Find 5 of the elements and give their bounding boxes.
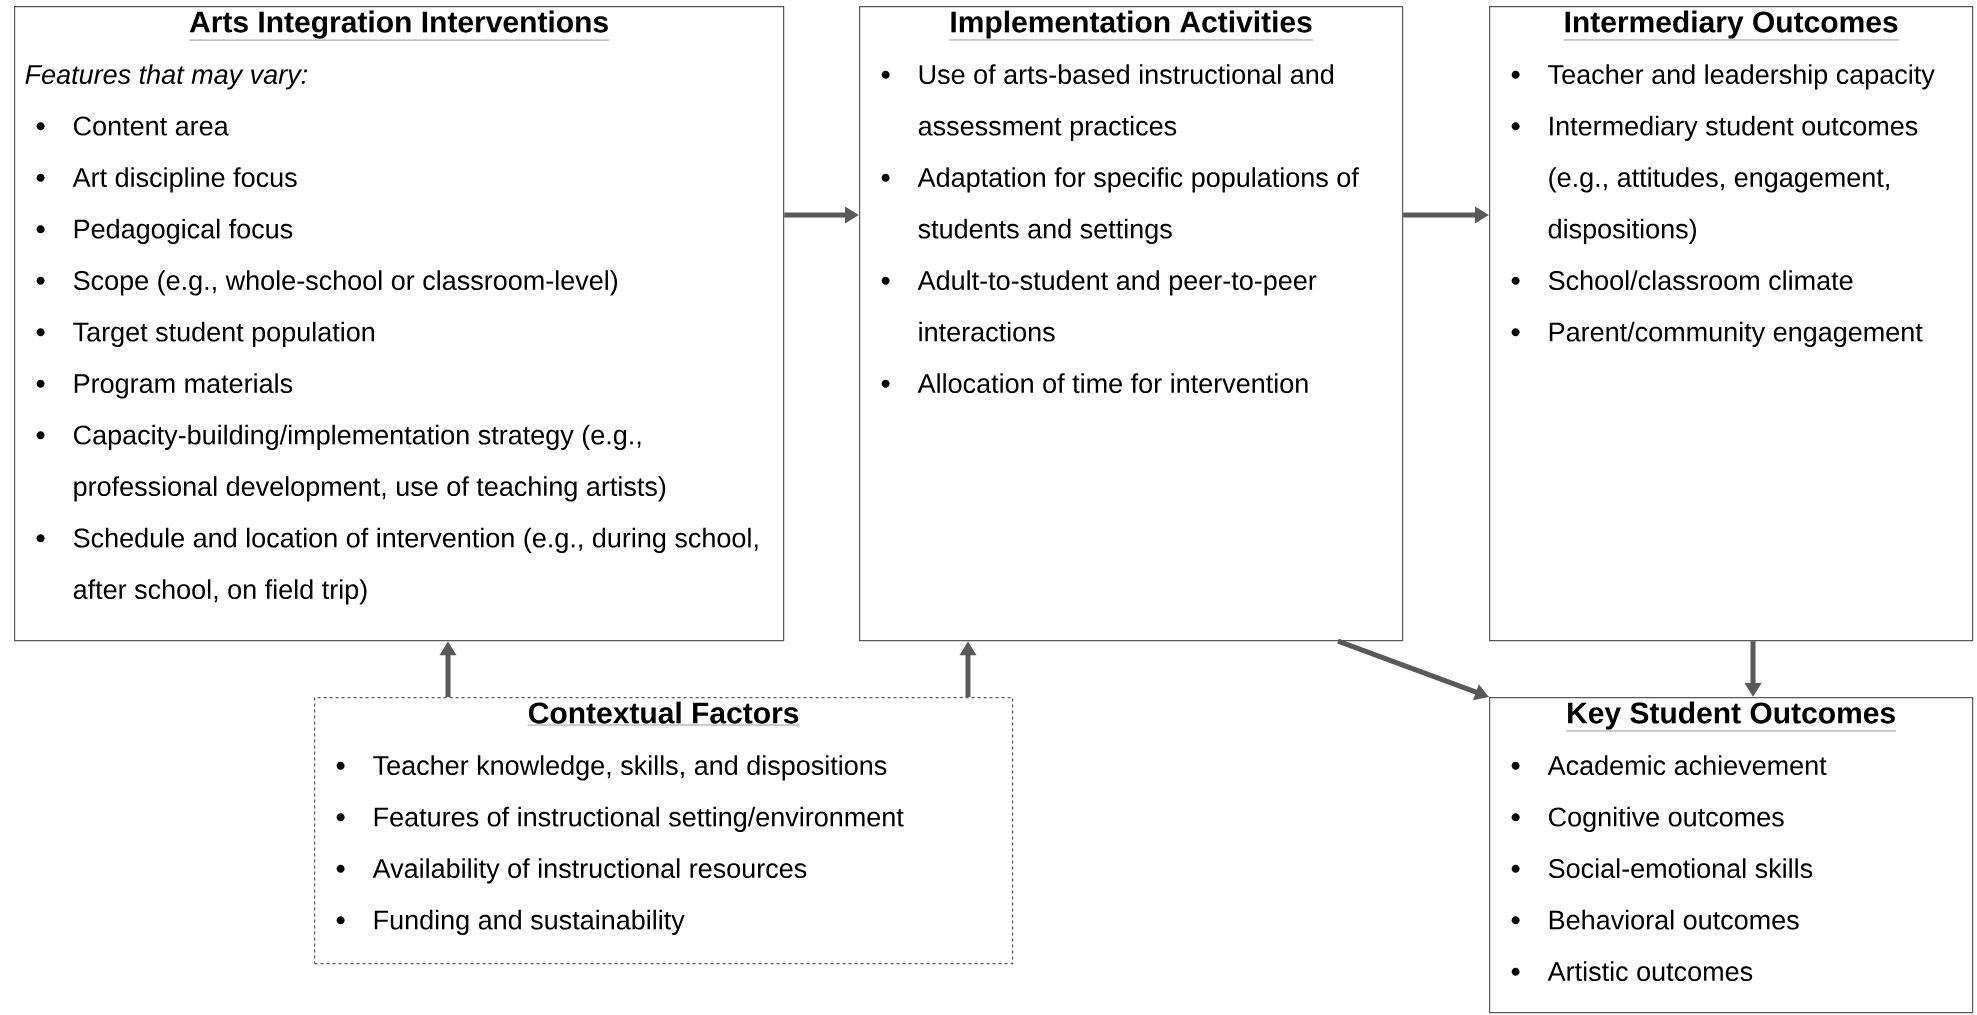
process-box: Implementation Activities Use of arts-based instructional and assessment practices Adaptation for specific populations of students and settings Adult-to-student and peer-to-peer interactions Allocation of time for intervention bbox=[859, 6, 1404, 642]
process-box: Intermediary Outcomes Teacher and leadership capacity Intermediary student outcomes (e.g., attitudes, engagement, dispositions) School/classroom climate Parent/community engagement bbox=[1489, 6, 1974, 642]
process-box: Key Student Outcomes Academic achievement Cognitive outcomes Social-emotional skills Behavioral outcomes Artistic outcomes bbox=[1489, 697, 1974, 1014]
dashed-box: Contextual Factors Teacher knowledge, skills, and dispositions Features of instructional setting/environment Availability of instructional resources Funding and sustainability bbox=[314, 697, 1014, 965]
process-box: Arts Integration Interventions Features that may vary: Content area Art discipline focus Pedagogical focus Scope (e.g., whole-school or classroom-level) Target student population Program materials Capacity-building/implementation strategy (e.g., professional development, use of teaching artists) Schedule and location of intervention (e.g., during school, after school, on field trip) bbox=[14, 6, 785, 642]
